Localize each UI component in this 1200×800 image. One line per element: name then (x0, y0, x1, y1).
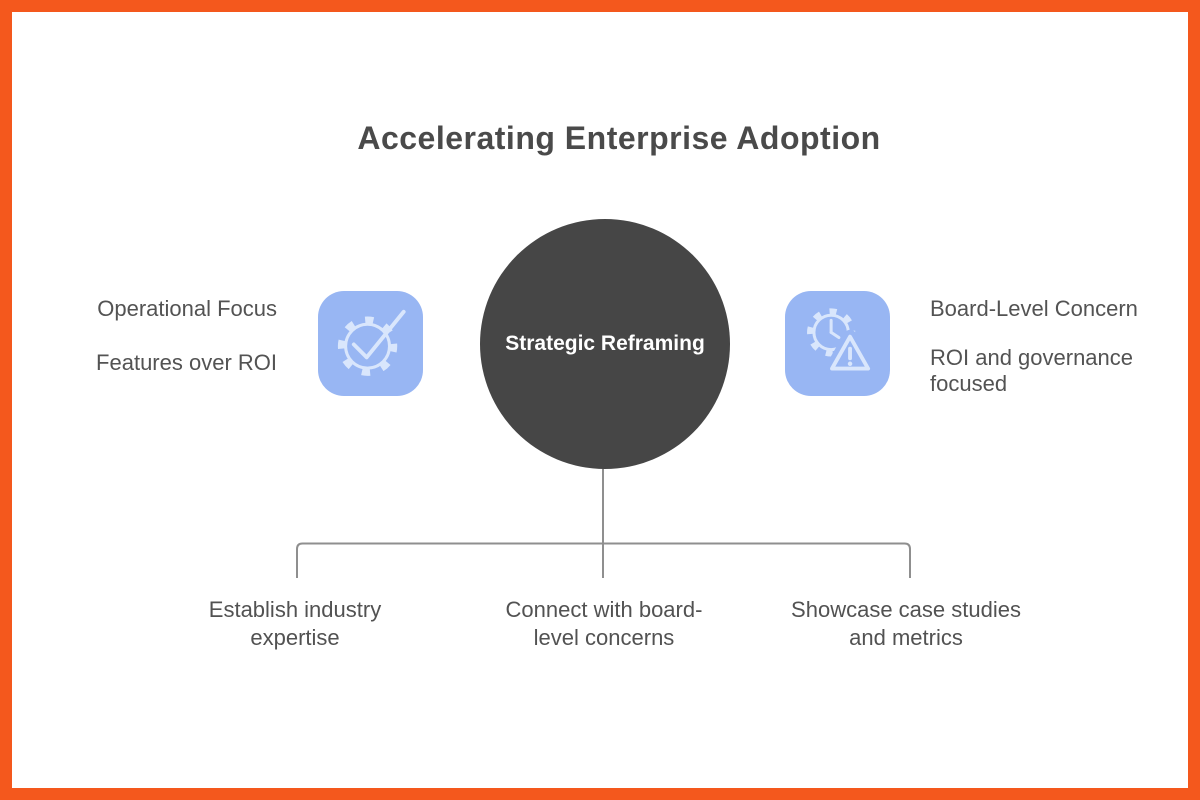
left-item-text: Operational Focus Features over ROI (96, 296, 277, 376)
branch-label-3: Showcase case studies and metrics (791, 597, 1021, 650)
gear-alert-icon (795, 298, 881, 389)
right-icon-box (785, 291, 890, 396)
branch-label-1: Establish industry expertise (208, 597, 382, 650)
left-icon-box (318, 291, 423, 396)
right-item-title: Board-Level Concern (930, 296, 1138, 321)
left-item-line-1: Operational Focus (97, 296, 277, 321)
left-item-line-2: Features over ROI (96, 350, 277, 375)
page-title: Accelerating Enterprise Adoption (357, 120, 881, 156)
center-node: Strategic Reframing (480, 219, 730, 469)
branch-label-2: Connect with board-level concerns (505, 597, 703, 650)
gear-check-icon (328, 298, 414, 389)
right-item-body: ROI and governance focused (930, 345, 1134, 396)
connector-lines (296, 468, 911, 578)
center-node-label: Strategic Reframing (505, 332, 705, 355)
right-item-text: Board-Level Concern ROI and governance f… (930, 296, 1160, 397)
